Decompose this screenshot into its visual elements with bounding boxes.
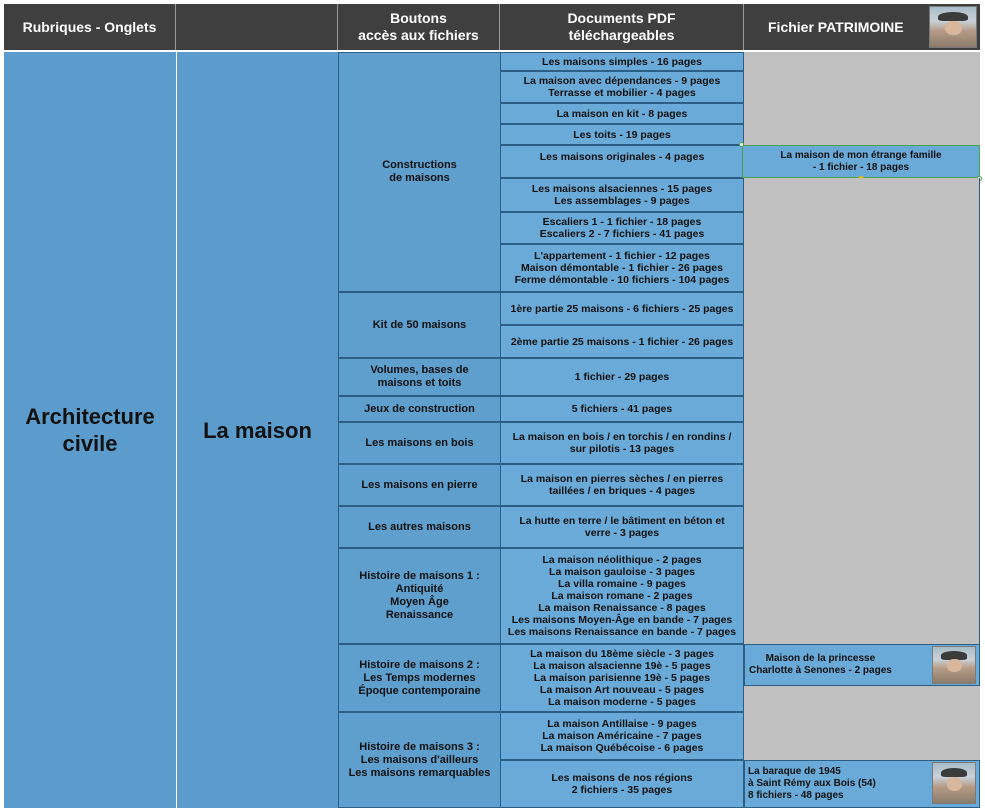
button-histoire-3[interactable]: Histoire de maisons 3 : Les maisons d'ai… [338, 712, 500, 808]
rubrique-architecture-civile[interactable]: Architecture civile [4, 52, 176, 808]
doc-maisons-en-bois[interactable]: La maison en bois / en torchis / en rond… [500, 422, 744, 464]
onglet-la-maison[interactable]: La maison [177, 52, 338, 808]
header-empty [176, 4, 338, 50]
doc-maisons-nos-regions[interactable]: Les maisons de nos régions 2 fichiers - … [500, 760, 744, 808]
button-maisons-en-pierre[interactable]: Les maisons en pierre [338, 464, 500, 506]
patrimoine-empty-2 [744, 178, 980, 644]
doc-kit-2eme-partie[interactable]: 2ème partie 25 maisons - 1 fichier - 26 … [500, 325, 744, 358]
button-jeux-de-construction[interactable]: Jeux de construction [338, 396, 500, 422]
portrait-icon [932, 646, 976, 684]
button-volumes-bases[interactable]: Volumes, bases de maisons et toits [338, 358, 500, 396]
selection-handle [739, 142, 744, 147]
doc-maison-dependances[interactable]: La maison avec dépendances - 9 pages Ter… [500, 71, 744, 103]
doc-histoire-2[interactable]: La maison du 18ème siècle - 3 pages La m… [500, 644, 744, 712]
doc-maisons-originales[interactable]: Les maisons originales - 4 pages [500, 145, 744, 178]
doc-maisons-simples[interactable]: Les maisons simples - 16 pages [500, 52, 744, 71]
portrait-icon [929, 6, 977, 48]
button-constructions-de-maisons[interactable]: Constructions de maisons [338, 52, 500, 292]
button-kit-50-maisons[interactable]: Kit de 50 maisons [338, 292, 500, 358]
doc-volumes[interactable]: 1 fichier - 29 pages [500, 358, 744, 396]
doc-escaliers[interactable]: Escaliers 1 - 1 fichier - 18 pages Escal… [500, 212, 744, 244]
portrait-icon [932, 762, 976, 804]
doc-autres-maisons[interactable]: La hutte en terre / le bâtiment en béton… [500, 506, 744, 548]
doc-histoire-3-ailleurs[interactable]: La maison Antillaise - 9 pages La maison… [500, 712, 744, 760]
button-histoire-1[interactable]: Histoire de maisons 1 : Antiquité Moyen … [338, 548, 500, 644]
doc-kit-1ere-partie[interactable]: 1ère partie 25 maisons - 6 fichiers - 25… [500, 292, 744, 325]
patrimoine-empty-1 [744, 52, 980, 145]
doc-maison-en-kit[interactable]: La maison en kit - 8 pages [500, 103, 744, 124]
button-autres-maisons[interactable]: Les autres maisons [338, 506, 500, 548]
patrimoine-empty-3 [744, 686, 980, 760]
doc-histoire-1[interactable]: La maison néolithique - 2 pages La maiso… [500, 548, 744, 644]
patrimoine-etrange-famille[interactable]: La maison de mon étrange famille - 1 fic… [742, 145, 980, 178]
doc-maisons-alsaciennes[interactable]: Les maisons alsaciennes - 15 pages Les a… [500, 178, 744, 212]
doc-appartement[interactable]: L'appartement - 1 fichier - 12 pages Mai… [500, 244, 744, 292]
header-boutons: Boutons accès aux fichiers [338, 4, 500, 50]
button-maisons-en-bois[interactable]: Les maisons en bois [338, 422, 500, 464]
doc-maisons-en-pierre[interactable]: La maison en pierres sèches / en pierres… [500, 464, 744, 506]
header-rubriques-onglets: Rubriques - Onglets [4, 4, 176, 50]
doc-jeux-construction[interactable]: 5 fichiers - 41 pages [500, 396, 744, 422]
header-documents: Documents PDF téléchargeables [500, 4, 744, 50]
doc-les-toits[interactable]: Les toits - 19 pages [500, 124, 744, 145]
button-histoire-2[interactable]: Histoire de maisons 2 : Les Temps modern… [338, 644, 500, 712]
